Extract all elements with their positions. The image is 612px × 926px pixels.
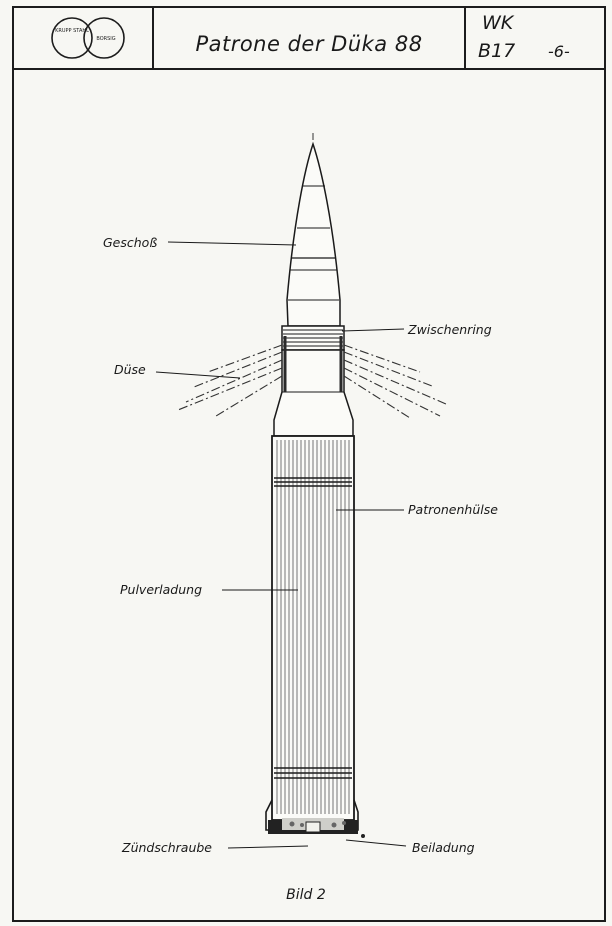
title-block xyxy=(12,6,606,70)
label-auxiliary-charge: Beiladung xyxy=(412,840,475,855)
cartridge-case-shape xyxy=(265,435,359,831)
logo-text-left: KRUPP STAHL xyxy=(55,28,89,34)
logo-text-right: BORSIG xyxy=(96,36,115,42)
label-primer-screw: Zündschraube xyxy=(122,840,212,855)
case-neck-shape xyxy=(273,336,354,437)
ref-line-2: B17 xyxy=(478,40,516,62)
page-title: Patrone der Düka 88 xyxy=(195,32,423,56)
label-projectile: Geschoß xyxy=(103,235,158,250)
label-nozzle: Düse xyxy=(114,362,146,377)
logo-cell xyxy=(12,6,154,70)
label-cartridge-case: Patronenhülse xyxy=(408,502,498,517)
page-number: -6- xyxy=(548,42,570,61)
label-intermediate-ring: Zwischenring xyxy=(408,322,492,337)
company-logo: KRUPP STAHL BORSIG xyxy=(51,17,125,59)
figure-caption: Bild 2 xyxy=(286,887,326,903)
nozzle-jets-left xyxy=(177,344,283,417)
label-propellant-charge: Pulverladung xyxy=(120,582,203,597)
ref-cell-divider xyxy=(464,6,466,70)
intermediate-ring-shape xyxy=(281,325,345,351)
ref-line-1: WK xyxy=(482,12,514,34)
nozzle-jets-right xyxy=(343,344,447,419)
projectile-shape xyxy=(286,141,341,327)
case-base-shape xyxy=(268,818,365,838)
leader-lines xyxy=(155,241,407,849)
